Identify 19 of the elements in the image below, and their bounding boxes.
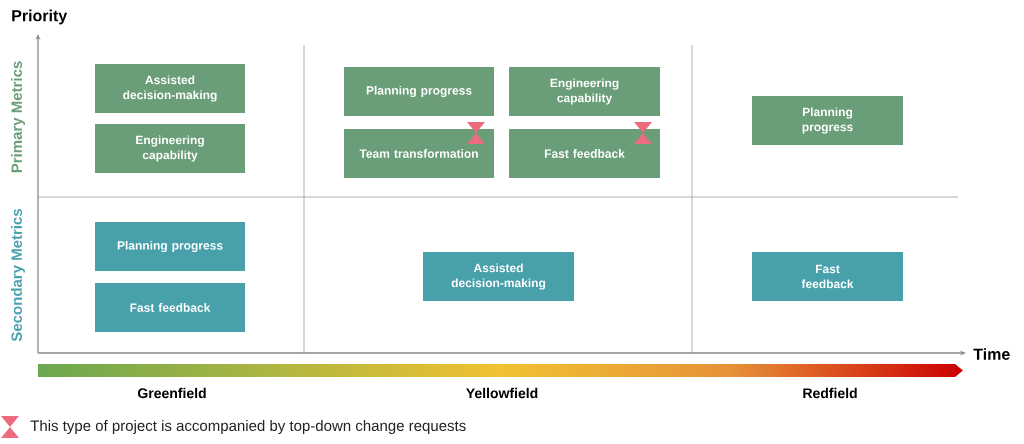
metric-box: Fast feedback bbox=[752, 252, 903, 301]
metric-box: Assisted decision-making bbox=[95, 64, 245, 113]
column-label: Redfield bbox=[803, 387, 857, 399]
metric-box: Engineering capability bbox=[95, 124, 245, 173]
column-label: Greenfield bbox=[137, 387, 206, 399]
column-label: Yellowfield bbox=[466, 387, 538, 399]
metric-box: Team transformation bbox=[344, 129, 494, 178]
metric-box: Engineering capability bbox=[509, 67, 660, 116]
row-label: Primary Metrics bbox=[11, 61, 25, 173]
metric-box: Planning progress bbox=[95, 222, 245, 271]
legend-text: This type of project is accompanied by top-down change requests bbox=[30, 420, 466, 434]
row-label: Secondary Metrics bbox=[11, 208, 25, 342]
metric-box: Assisted decision-making bbox=[423, 252, 574, 301]
metric-box: Fast feedback bbox=[95, 283, 245, 332]
axis-title: Priority bbox=[12, 9, 68, 25]
metric-box: Planning progress bbox=[752, 96, 903, 145]
metric-box: Planning progress bbox=[344, 67, 494, 116]
metric-box: Fast feedback bbox=[509, 129, 660, 178]
axis-title: Time bbox=[973, 348, 1010, 360]
